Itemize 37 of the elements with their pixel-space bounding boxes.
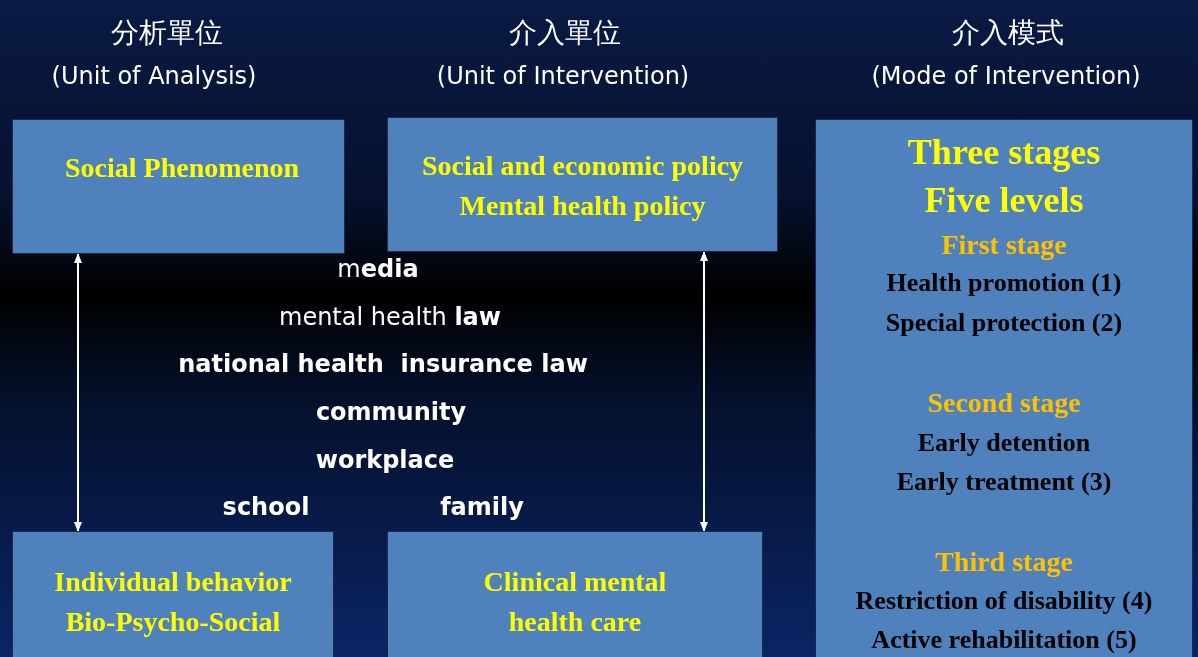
text-box [387,531,763,657]
text-box [12,531,334,657]
panel [815,119,1193,657]
influence-text: community [315,398,467,426]
column-subheading: (Mode of Intervention) [871,62,1141,90]
influence-text: national health insurance law [178,350,588,378]
column-heading: 介入模式 [952,15,1064,51]
influence-text: workplace [315,446,455,474]
column-subheading: (Unit of Intervention) [436,62,690,90]
influence-text: mental health law [279,303,501,331]
box-text: Clinical mental health care [482,565,668,639]
level-text: Health promotion (1) [885,267,1123,299]
stage-heading: Third stage [934,545,1074,579]
column-heading: 分析單位 [111,15,223,51]
box-text: Individual behavior [53,565,293,599]
column-heading: 介入單位 [509,15,621,51]
influence-text: family [440,493,524,521]
level-text: Early detention [916,427,1092,459]
panel-heading: Five levels [923,180,1085,220]
panel-heading: Three stages [906,132,1102,172]
level-text: Active rehabilitation (5) [870,624,1138,656]
level-text: Restriction of disability (4) [854,585,1154,617]
influence-text: media [337,255,419,283]
stage-heading: First stage [940,228,1068,262]
text-box [12,119,345,254]
double-arrow [700,251,708,532]
text-box [387,117,778,252]
box-text: Social Phenomenon [65,151,301,185]
double-arrow [74,253,82,532]
level-text: Special protection (2) [884,307,1124,339]
level-text: Early treatment (3) [895,466,1113,498]
influence-text: school [222,493,310,521]
box-text: Social and economic policy [420,149,745,183]
column-subheading: (Unit of Analysis) [51,62,257,90]
stage-heading: Second stage [926,386,1082,420]
box-text: Bio-Psycho-Social [64,605,282,639]
box-text: Mental health policy [458,189,707,223]
